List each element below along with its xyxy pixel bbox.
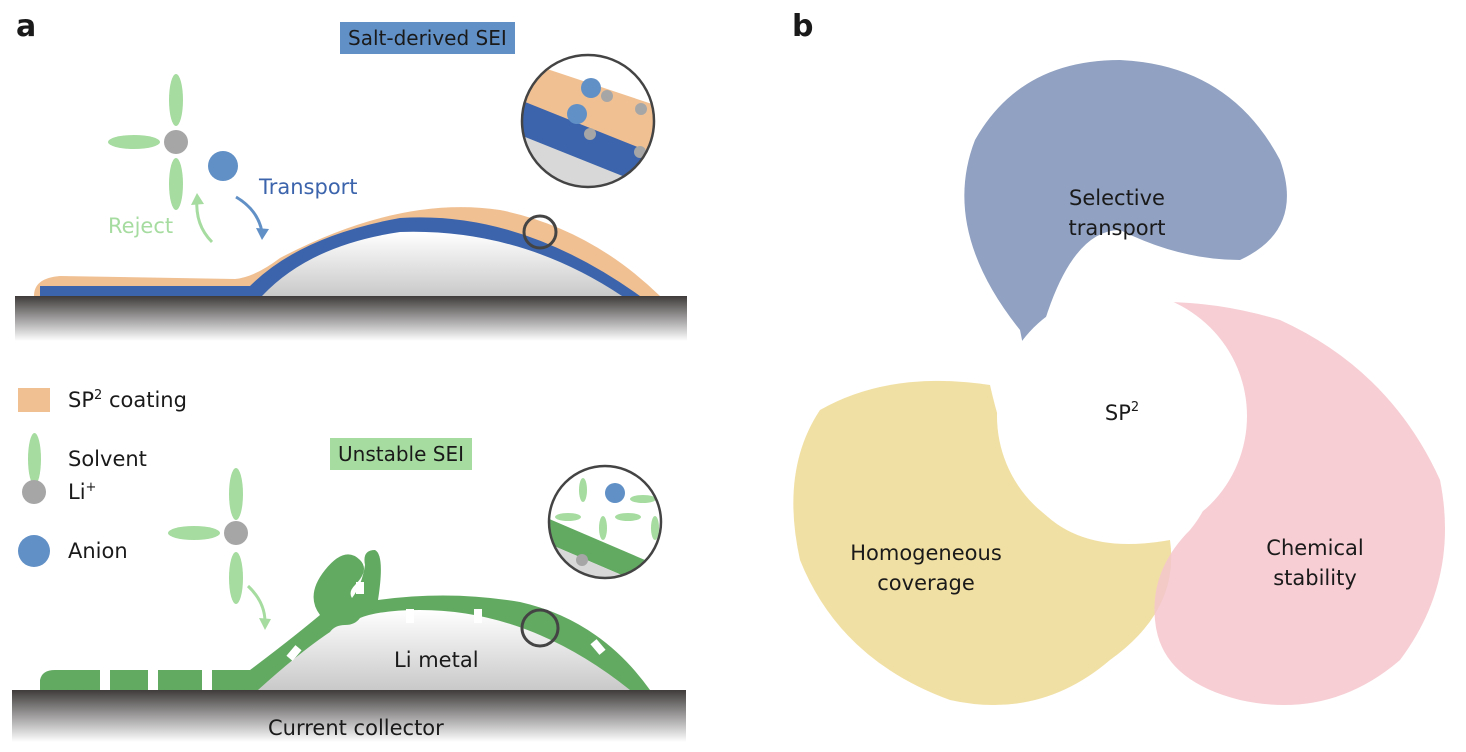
current-collector-top — [15, 296, 687, 341]
panel-letter-b: b — [792, 9, 814, 44]
sp2-property-diagram: SP2 Selective transport Homogeneous cove… — [793, 60, 1445, 705]
legend-solvent: Solvent — [14, 433, 147, 485]
anion-top — [208, 151, 238, 181]
li-metal-label: Li metal — [394, 648, 479, 672]
chemical-line2: stability — [1273, 566, 1357, 590]
li-ion-dot-icon — [22, 480, 46, 504]
current-collector-bottom — [12, 690, 686, 742]
homogeneous-line2: coverage — [877, 571, 975, 595]
lobe-selective-transport — [964, 60, 1287, 380]
legend-li-ion: Li+ — [14, 480, 96, 504]
solvent-ellipse-icon — [27, 433, 41, 485]
legend-anion: Anion — [14, 535, 128, 567]
transport-arrow — [235, 195, 264, 233]
sp2-center-label: SP2 — [1105, 400, 1139, 425]
li-metal-dome-top — [262, 231, 622, 296]
legend-sp2-coating: SP2 coating — [14, 388, 187, 412]
solvated-li-ion-bottom — [168, 468, 248, 604]
reject-label: Reject — [108, 214, 174, 238]
solvated-li-ion-top — [108, 74, 188, 210]
magnified-view-bottom — [549, 466, 661, 578]
zoom-marker-top — [522, 214, 558, 250]
solvent-attack-arrow — [246, 584, 267, 623]
reject-arrow — [195, 198, 214, 244]
chemical-line1: Chemical — [1266, 536, 1363, 560]
salt-derived-sei-tag: Salt-derived SEI — [340, 22, 515, 54]
current-collector-label: Current collector — [268, 716, 444, 740]
sp2-coating-swatch-icon — [18, 388, 50, 412]
magnified-view-top — [522, 55, 654, 187]
lobe-homogeneous-coverage — [793, 380, 1172, 705]
zoom-marker-bottom — [520, 608, 560, 648]
homogeneous-line1: Homogeneous — [850, 541, 1002, 565]
panel-letter-a: a — [16, 9, 37, 44]
transport-label: Transport — [259, 175, 358, 199]
selective-line2: transport — [1068, 216, 1165, 240]
lobe-chemical-stability — [1090, 302, 1445, 705]
selective-line1: Selective — [1069, 186, 1165, 210]
li-metal-dome-bottom — [258, 610, 630, 690]
anion-dot-icon — [18, 535, 50, 567]
unstable-sei-illustration — [12, 464, 686, 742]
sp2-center-circle — [997, 291, 1247, 541]
sei-cracks — [100, 582, 606, 690]
salt-derived-sei-illustration — [15, 53, 687, 341]
unstable-sei-tag: Unstable SEI — [330, 438, 472, 470]
